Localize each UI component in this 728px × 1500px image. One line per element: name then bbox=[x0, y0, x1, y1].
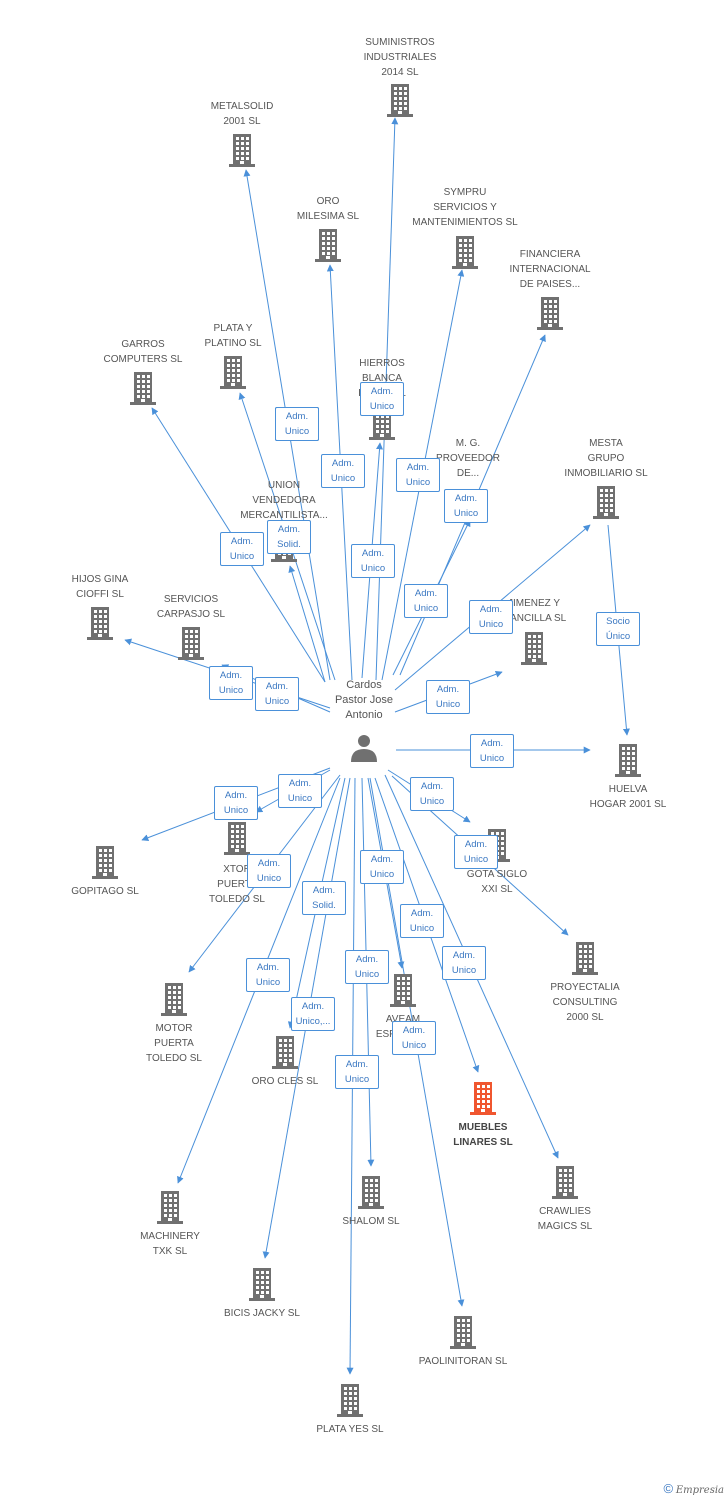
node-label-financiera[interactable]: FINANCIERA INTERNACIONAL DE PAISES... bbox=[509, 249, 591, 290]
node-label-hijos-gina[interactable]: HIJOS GINA CIOFFI SL bbox=[71, 574, 129, 600]
edge-label-proyectalia: Adm. Unico bbox=[454, 835, 498, 869]
edge-label-plata-platino: Adm. Unico bbox=[275, 407, 319, 441]
building-icon-financiera[interactable] bbox=[537, 297, 563, 330]
edge-label-suministros: Adm. Unico bbox=[360, 382, 404, 416]
brand-logo[interactable]: Empresia bbox=[675, 1485, 724, 1496]
edge-center-union bbox=[288, 565, 326, 683]
center-person-label[interactable]: Cardos Pastor Jose Antonio bbox=[334, 679, 394, 721]
edge-label-gota: Adm. Unico bbox=[410, 777, 454, 811]
building-icon-bicis-jacky[interactable] bbox=[249, 1268, 275, 1301]
edge-label-mesta: Adm. Unico bbox=[469, 600, 513, 634]
edge-label-aveam: Adm. Unico bbox=[360, 850, 404, 884]
footer: © Empresia bbox=[663, 1481, 724, 1496]
edge-label-shalom: Adm. Unico bbox=[345, 950, 389, 984]
edge-label-motor-puerta: Adm. Unico bbox=[247, 854, 291, 888]
building-icon-proyectalia[interactable] bbox=[572, 942, 598, 975]
building-icon-hijos-gina[interactable] bbox=[87, 607, 113, 640]
node-label-motor-puerta[interactable]: MOTOR PUERTA TOLEDO SL bbox=[146, 1023, 202, 1064]
node-label-shalom[interactable]: SHALOM SL bbox=[342, 1216, 400, 1227]
edge-label-xtor: Adm. Unico bbox=[278, 774, 322, 808]
node-label-jimenez[interactable]: JIMENEZ Y MANCILLA SL bbox=[501, 598, 567, 624]
person-icon[interactable] bbox=[351, 735, 377, 762]
node-label-plata-yes[interactable]: PLATA YES SL bbox=[316, 1424, 384, 1435]
building-icon-xtor[interactable] bbox=[224, 822, 250, 855]
node-label-oro-cles[interactable]: ORO CLES SL bbox=[251, 1076, 319, 1087]
edge-label-mg-proveedor: Adm. Unico bbox=[444, 489, 488, 523]
edge-label-jimenez: Adm. Unico bbox=[426, 680, 470, 714]
node-label-crawlies[interactable]: CRAWLIES MAGICS SL bbox=[537, 1206, 593, 1232]
edge-label-huelva: Socio Único bbox=[596, 612, 640, 646]
building-icon-motor-puerta[interactable] bbox=[161, 983, 187, 1016]
edge-label-paolinitoran: Adm. Unico bbox=[392, 1021, 436, 1055]
edge-label-machinery: Adm. Unico bbox=[246, 958, 290, 992]
edge-label-gopitago: Adm. Unico bbox=[214, 786, 258, 820]
edge-label-bicis-jacky: Adm. Solid. bbox=[302, 881, 346, 915]
edge-label-plata-yes: Adm. Unico bbox=[335, 1055, 379, 1089]
building-icon-garros[interactable] bbox=[130, 372, 156, 405]
edge-label-huelva: Adm. Unico bbox=[470, 734, 514, 768]
edge-label-oro-cles: Adm. Unico,... bbox=[291, 997, 335, 1031]
building-icon-aveam[interactable] bbox=[390, 974, 416, 1007]
edge-label-hijos-gina: Adm. Unico bbox=[209, 666, 253, 700]
building-icon-suministros[interactable] bbox=[387, 84, 413, 117]
edge-label-muebles: Adm. Unico bbox=[442, 946, 486, 980]
building-icon-paolinitoran[interactable] bbox=[450, 1316, 476, 1349]
node-label-muebles[interactable]: MUEBLES LINARES SL bbox=[453, 1122, 513, 1148]
node-label-bicis-jacky[interactable]: BICIS JACKY SL bbox=[224, 1308, 300, 1319]
node-label-gopitago[interactable]: GOPITAGO SL bbox=[71, 886, 139, 897]
building-icon-metalsolid[interactable] bbox=[229, 134, 255, 167]
node-label-sympru[interactable]: SYMPRU SERVICIOS Y MANTENIMIENTOS SL bbox=[412, 187, 518, 228]
edge-label-servicios-carpasjo: Adm. Unico bbox=[255, 677, 299, 711]
building-icon-crawlies[interactable] bbox=[552, 1166, 578, 1199]
building-icon-shalom[interactable] bbox=[358, 1176, 384, 1209]
node-label-mesta[interactable]: MESTA GRUPO INMOBILIARIO SL bbox=[564, 438, 648, 479]
node-label-gota[interactable]: GOTA SIGLO XXI SL bbox=[466, 869, 528, 895]
building-icon-sympru[interactable] bbox=[452, 236, 478, 269]
node-label-servicios-carpasjo[interactable]: SERVICIOS CARPASJO SL bbox=[156, 594, 226, 620]
node-label-xtor[interactable]: XTOR PUERTA TOLEDO SL bbox=[209, 864, 265, 905]
copyright-symbol: © bbox=[663, 1481, 674, 1496]
node-label-garros[interactable]: GARROS COMPUTERS SL bbox=[103, 339, 183, 365]
edge-label-crawlies: Adm. Unico bbox=[400, 904, 444, 938]
building-icon-plata-yes[interactable] bbox=[337, 1384, 363, 1417]
building-icon-muebles[interactable] bbox=[470, 1082, 496, 1115]
edge-label-union: Adm. Solid. bbox=[267, 520, 311, 554]
edge-label-sympru: Adm. Unico bbox=[396, 458, 440, 492]
building-icon-mesta[interactable] bbox=[593, 486, 619, 519]
node-label-machinery[interactable]: MACHINERY TXK SL bbox=[140, 1231, 200, 1257]
building-icon-machinery[interactable] bbox=[157, 1191, 183, 1224]
edge-label-financiera: Adm. Unico bbox=[404, 584, 448, 618]
edge-label-hierros: Adm. Unico bbox=[351, 544, 395, 578]
node-label-oro-milesima[interactable]: ORO MILESIMA SL bbox=[296, 196, 360, 222]
edge-label-oro-milesima: Adm. Unico bbox=[321, 454, 365, 488]
node-label-plata-platino[interactable]: PLATA Y PLATINO SL bbox=[204, 323, 262, 349]
building-icon-servicios-carpasjo[interactable] bbox=[178, 627, 204, 660]
node-label-huelva[interactable]: HUELVA HOGAR 2001 SL bbox=[589, 784, 667, 810]
building-icon-oro-milesima[interactable] bbox=[315, 229, 341, 262]
building-icon-plata-platino[interactable] bbox=[220, 356, 246, 389]
node-label-metalsolid[interactable]: METALSOLID 2001 SL bbox=[210, 101, 274, 127]
building-icon-gopitago[interactable] bbox=[92, 846, 118, 879]
node-label-suministros[interactable]: SUMINISTROS INDUSTRIALES 2014 SL bbox=[363, 37, 437, 78]
building-icon-huelva[interactable] bbox=[615, 744, 641, 777]
node-label-union[interactable]: UNION VENDEDORA MERCANTILISTA... bbox=[240, 480, 328, 521]
node-label-proyectalia[interactable]: PROYECTALIA CONSULTING 2000 SL bbox=[550, 982, 620, 1023]
building-icon-jimenez[interactable] bbox=[521, 632, 547, 665]
node-label-mg-proveedor[interactable]: M. G. PROVEEDOR DE... bbox=[436, 438, 500, 479]
building-icon-oro-cles[interactable] bbox=[272, 1036, 298, 1069]
node-label-paolinitoran[interactable]: PAOLINITORAN SL bbox=[418, 1356, 508, 1367]
edge-label-garros: Adm. Unico bbox=[220, 532, 264, 566]
